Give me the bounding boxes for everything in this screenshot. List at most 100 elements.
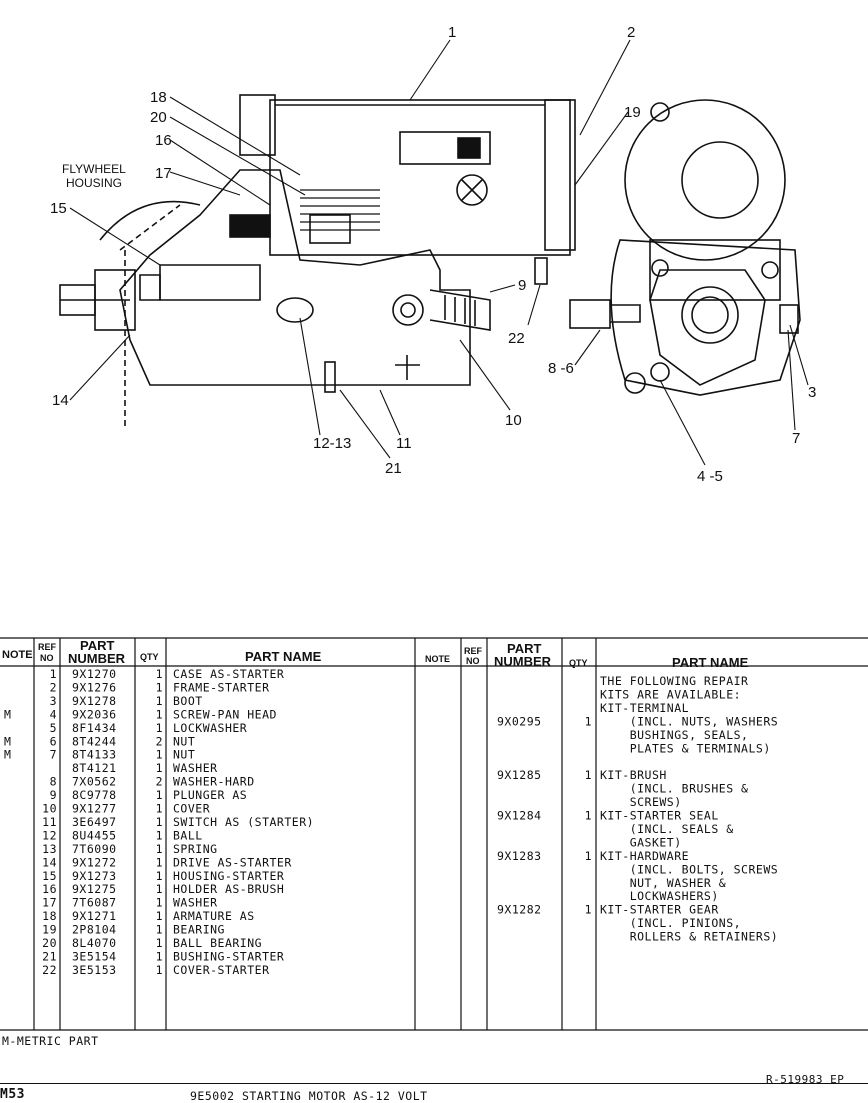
row-part-name: ARMATURE AS [173,909,255,923]
row-qty: 1 [156,802,163,816]
row-ref-no: 8 [50,775,57,789]
footer-caption: 9E5002 STARTING MOTOR AS-12 VOLT [190,1089,428,1103]
row-part-name: SWITCH AS (STARTER) [173,815,314,829]
kit-line: KIT-BRUSH [600,768,667,782]
row-part-name: WASHER [173,761,218,775]
callout-7: 7 [792,430,800,447]
row-qty: 1 [156,949,163,963]
row-part-name: BALL BEARING [173,936,262,950]
kit-line: (INCL. NUTS, WASHERS [600,714,778,728]
row-ref-no: 10 [42,802,57,816]
flywheel-label-line2: HOUSING [66,176,122,190]
row-ref-no: 16 [42,882,57,896]
kit-line: (INCL. BRUSHES & [600,782,748,796]
kit-qty: 1 [585,809,592,823]
header-name-left: PART NAME [245,649,322,664]
row-ref-no: 11 [42,815,57,829]
starter-motor-diagram: 1 2 19 18 20 16 17 15 14 9 22 8 -6 3 7 4… [50,24,816,485]
callout-20: 20 [150,109,167,126]
row-ref-no: 9 [50,788,57,802]
kit-line: PLATES & TERMINALS) [600,741,771,755]
header-qty-right: QTY [569,658,588,668]
row-part-number: 9X1272 [72,855,117,869]
parts-table: NOTE REF NO PART NUMBER QTY PART NAME NO… [0,637,868,1031]
row-ref-no: 18 [42,909,57,923]
kit-qty: 1 [585,849,592,863]
row-ref-no: 21 [42,949,57,963]
footer-rule [0,1083,868,1084]
kit-line: (INCL. SEALS & [600,822,734,836]
row-part-name: HOUSING-STARTER [173,869,284,883]
kit-line: (INCL. BOLTS, SCREWS [600,862,778,876]
metric-note: M-METRIC PART [2,1034,99,1048]
row-part-number: 9X2036 [72,707,117,721]
row-qty: 1 [156,896,163,910]
header-note-left: NOTE [2,649,33,661]
row-part-name: FRAME-STARTER [173,680,270,694]
row-part-name: SPRING [173,842,218,856]
flywheel-label-line1: FLYWHEEL [62,162,126,176]
row-part-number: 3E5153 [72,963,117,977]
kit-line: KIT-STARTER SEAL [600,809,719,823]
callout-18: 18 [150,89,167,106]
row-ref-no: 14 [42,855,57,869]
row-ref-no: 13 [42,842,57,856]
row-qty: 1 [156,721,163,735]
row-qty: 1 [156,909,163,923]
header-pn2-left: NUMBER [68,651,126,666]
row-part-number: 8F1434 [72,721,117,735]
row-ref-no: 22 [42,963,57,977]
row-qty: 2 [156,734,163,748]
callout-16: 16 [155,132,172,149]
row-ref-no: 15 [42,869,57,883]
row-qty: 1 [156,923,163,937]
row-qty: 1 [156,815,163,829]
kit-line: SCREWS) [600,795,682,809]
callout-21: 21 [385,460,402,477]
row-part-number: 8T4121 [72,761,117,775]
row-qty: 1 [156,748,163,762]
kit-line: KIT-HARDWARE [600,849,689,863]
reference-code: R-519983 EP [766,1073,845,1086]
callout-8-6: 8 -6 [548,360,574,377]
row-part-number: 7T6090 [72,842,117,856]
row-part-number: 9X1275 [72,882,117,896]
row-part-name: SCREW-PAN HEAD [173,707,277,721]
kit-line: KIT-TERMINAL [600,701,689,715]
row-part-name: DRIVE AS-STARTER [173,855,292,869]
kit-qty: 1 [585,714,592,728]
row-note: M [4,734,11,748]
row-qty: 1 [156,667,163,681]
row-qty: 1 [156,936,163,950]
kit-line: BUSHINGS, SEALS, [600,728,748,742]
row-qty: 1 [156,788,163,802]
row-part-number: 8T4244 [72,734,117,748]
motor-case [269,99,571,256]
row-qty: 2 [156,775,163,789]
header-refno-right: NO [466,656,480,666]
callout-15: 15 [50,200,67,217]
row-part-number: 3E5154 [72,949,117,963]
kit-line: ROLLERS & RETAINERS) [600,930,778,944]
row-ref-no: 2 [50,680,57,694]
callout-17: 17 [155,165,172,182]
row-ref-no: 1 [50,667,57,681]
header-ref-left: REF [38,642,57,652]
row-ref-no: 17 [42,896,57,910]
row-qty: 1 [156,761,163,775]
row-part-number: 2P8104 [72,923,117,937]
row-part-number: 9X1277 [72,802,117,816]
header-refno-left: NO [40,653,54,663]
kit-part-number: 9X1285 [497,768,542,782]
row-part-number: 8U4455 [72,828,117,842]
callout-3: 3 [808,384,816,401]
kit-part-number: 9X1284 [497,809,542,823]
row-ref-no: 12 [42,828,57,842]
row-ref-no: 3 [50,694,57,708]
row-ref-no: 7 [50,748,57,762]
row-part-number: 9X1273 [72,869,117,883]
callout-12-13: 12-13 [313,435,351,452]
row-part-name: WASHER-HARD [173,775,255,789]
row-qty: 1 [156,694,163,708]
row-part-name: BALL [173,828,203,842]
